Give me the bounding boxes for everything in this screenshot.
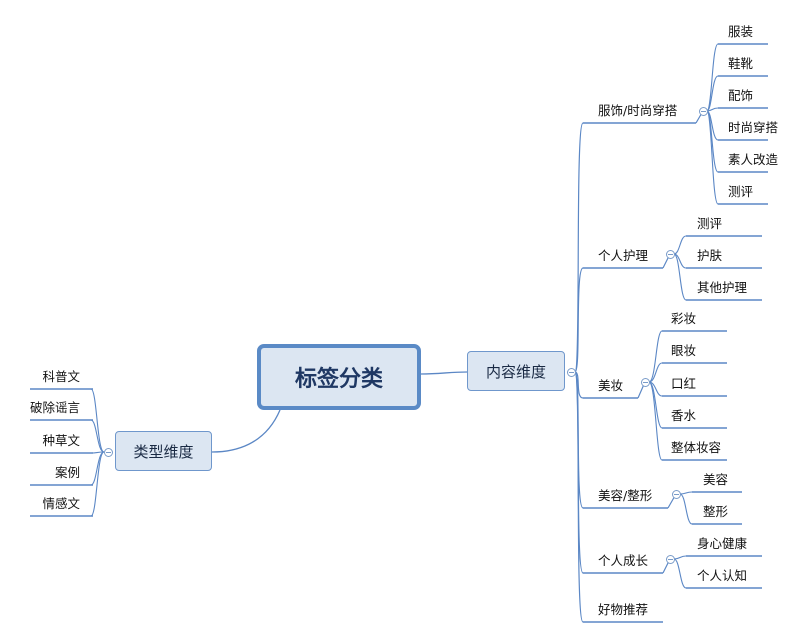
topic-content-4-toggle[interactable] [665, 554, 675, 564]
connector-content-0-2 [706, 107, 719, 112]
connector-type-0 [90, 388, 105, 453]
subtopic-content-4-0[interactable]: 身心健康 [697, 536, 748, 551]
topic-content-1-toggle[interactable] [665, 249, 675, 259]
connector-content-0-1 [706, 75, 719, 112]
connector-content-3-0 [679, 491, 693, 495]
subtopic-content-2-1[interactable]: 眼妆 [671, 343, 697, 358]
connector-type-4 [90, 451, 105, 517]
connector-content-0 [574, 122, 584, 373]
topic-content-2-toggle[interactable] [640, 377, 650, 387]
subtopic-content-2-4[interactable]: 整体妆容 [671, 440, 722, 455]
subtopic-type-4[interactable]: 情感文 [42, 496, 80, 511]
subtopic-type-2[interactable]: 种草文 [42, 433, 80, 448]
subtopic-content-4-1[interactable]: 个人认知 [697, 568, 748, 583]
topic-content-3[interactable]: 美容/整形 [598, 488, 653, 503]
subtopic-content-1-2[interactable]: 其他护理 [697, 280, 748, 295]
subtopic-type-1[interactable]: 破除谣言 [29, 400, 80, 415]
subtopic-content-3-0[interactable]: 美容 [703, 472, 729, 487]
subtopic-content-2-3[interactable]: 香水 [671, 408, 697, 423]
subtopic-content-1-1[interactable]: 护肤 [697, 248, 723, 263]
connector-content-2-4 [648, 381, 663, 461]
connector-content-4-0 [673, 555, 687, 560]
connector-content-1 [574, 267, 584, 373]
topic-content-3-toggle[interactable] [671, 489, 681, 499]
type-dimension-node[interactable]: 类型维度 [115, 431, 212, 471]
subtopic-content-2-0[interactable]: 彩妆 [671, 311, 697, 326]
topic-content-1[interactable]: 个人护理 [598, 248, 649, 263]
subtopic-content-3-1[interactable]: 整形 [703, 504, 729, 519]
content-dimension-toggle[interactable] [566, 367, 576, 377]
connector-content-3-1 [679, 493, 693, 525]
connector-content-0-5 [706, 110, 719, 205]
subtopic-content-0-4[interactable]: 素人改造 [728, 152, 779, 167]
subtopic-content-2-2[interactable]: 口红 [671, 376, 697, 391]
subtopic-content-1-0[interactable]: 测评 [697, 216, 723, 231]
subtopic-type-0[interactable]: 科普文 [42, 369, 80, 384]
subtopic-content-0-3[interactable]: 时尚穿搭 [728, 120, 779, 135]
topic-content-0[interactable]: 服饰/时尚穿搭 [598, 103, 678, 118]
connector-root-content [420, 371, 468, 375]
subtopic-type-3[interactable]: 案例 [54, 465, 80, 480]
subtopic-content-0-1[interactable]: 鞋靴 [728, 56, 754, 71]
root-node[interactable]: 标签分类 [257, 344, 421, 410]
topic-content-0-toggle[interactable] [698, 106, 708, 116]
connector-root-type [211, 409, 281, 453]
type-dimension-toggle[interactable] [103, 447, 113, 457]
content-dimension-label: 内容维度 [485, 362, 546, 381]
topic-content-2[interactable]: 美妆 [598, 378, 624, 393]
connector-content-2-1 [648, 362, 663, 383]
connector-content-2-0 [648, 330, 663, 383]
root-label: 标签分类 [294, 367, 383, 392]
topic-content-5[interactable]: 好物推荐 [598, 602, 649, 617]
connector-content-1-0 [673, 235, 687, 255]
connector-content-1-2 [673, 253, 687, 301]
subtopic-content-0-5[interactable]: 测评 [728, 184, 754, 199]
connector-type-1 [90, 419, 105, 453]
topic-content-4[interactable]: 个人成长 [598, 553, 649, 568]
type-dimension-label: 类型维度 [133, 442, 194, 461]
subtopic-content-0-2[interactable]: 配饰 [728, 88, 754, 103]
connector-content-5 [574, 371, 584, 623]
connector-content-4-1 [673, 558, 687, 589]
content-dimension-node[interactable]: 内容维度 [467, 351, 565, 391]
subtopic-content-0-0[interactable]: 服装 [728, 24, 754, 39]
